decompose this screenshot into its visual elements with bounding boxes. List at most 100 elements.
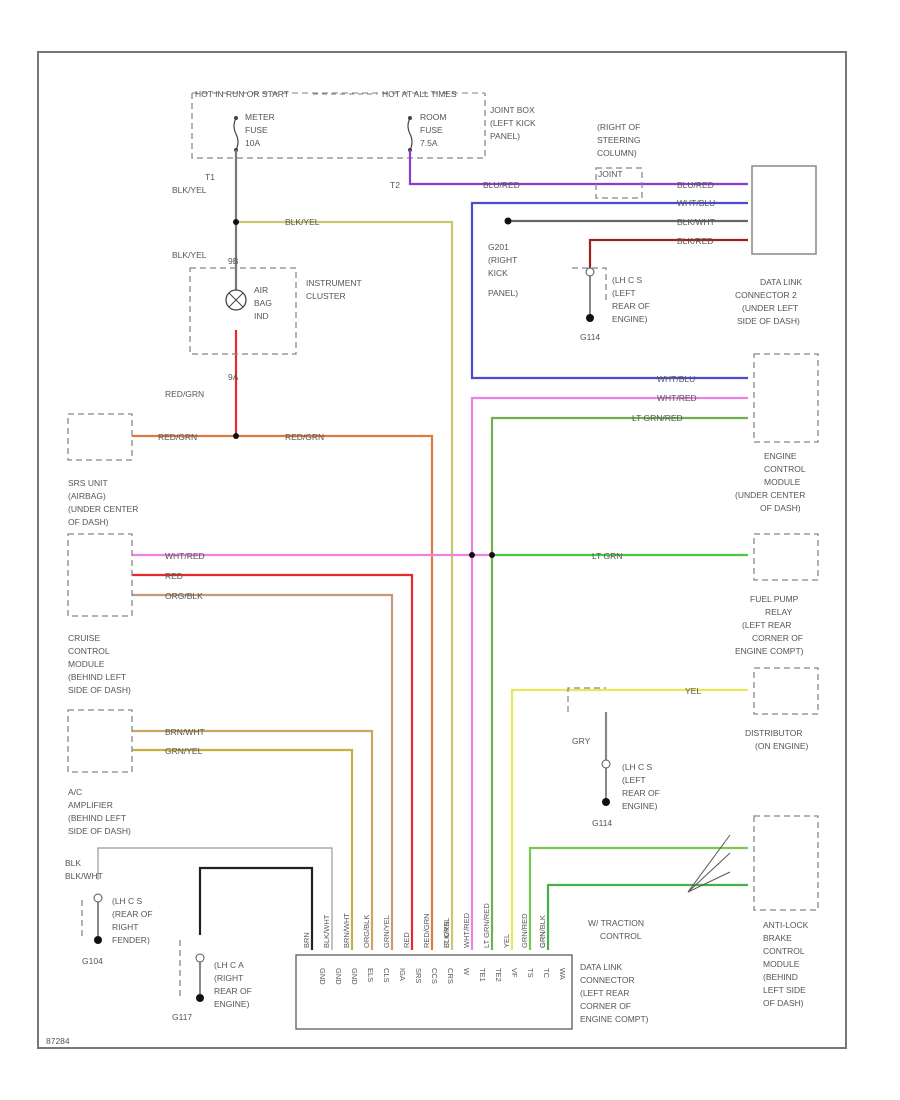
dlc-pin-label: TE1 — [478, 968, 487, 982]
steering-joint-label-2: STEERING — [597, 135, 640, 145]
svg-text:(UNDER CENTER: (UNDER CENTER — [68, 504, 138, 514]
svg-text:REAR OF: REAR OF — [612, 301, 650, 311]
wire-label-wht-blu-ecm: WHT/BLU — [657, 374, 695, 384]
svg-text:CORNER OF: CORNER OF — [580, 1001, 631, 1011]
svg-text:CLUSTER: CLUSTER — [306, 291, 346, 301]
ground-symbol — [196, 994, 204, 1002]
wire-label-blu-red-2: BLU/RED — [677, 180, 714, 190]
wire-label-red-grn-srs: RED/GRN — [158, 432, 197, 442]
svg-text:SRS UNIT: SRS UNIT — [68, 478, 108, 488]
air-bag-indicator-lamp — [225, 289, 247, 311]
dlc-wire-label: BRN/WHT — [342, 913, 351, 948]
svg-text:CONTROL: CONTROL — [68, 646, 110, 656]
hot-in-run-label: HOT IN RUN OR START — [195, 89, 289, 99]
cruise-control-module: CRUISE CONTROL MODULE (BEHIND LEFT SIDE … — [68, 633, 131, 695]
svg-text:SIDE OF DASH): SIDE OF DASH) — [68, 685, 131, 695]
dlc2-label-1: DATA LINK — [760, 277, 803, 287]
dlc-pin-label: WA — [558, 968, 567, 980]
svg-text:ENGINE COMPT): ENGINE COMPT) — [735, 646, 804, 656]
svg-text:BRAKE: BRAKE — [763, 933, 792, 943]
dlc-pin-label: TE2 — [494, 968, 503, 982]
dlc-wire-label: ORG/BLK — [362, 915, 371, 948]
g201-label: G201 (RIGHT KICK PANEL) — [488, 242, 518, 298]
svg-text:CONTROL: CONTROL — [764, 464, 806, 474]
wire-label-yel: YEL — [685, 686, 701, 696]
wire-label-brn-wht: BRN/WHT — [165, 727, 205, 737]
fuse-box-label-1: JOINT BOX — [490, 105, 535, 115]
dlc-wire-label: GRN — [538, 931, 547, 948]
svg-text:MODULE: MODULE — [763, 959, 800, 969]
dlc2-label-3: (UNDER LEFT — [742, 303, 798, 313]
wire-label-org-blk: ORG/BLK — [165, 591, 203, 601]
svg-text:(BEHIND: (BEHIND — [763, 972, 798, 982]
ac-amplifier: A/C AMPLIFIER (BEHIND LEFT SIDE OF DASH) — [67, 709, 133, 836]
svg-text:(LEFT: (LEFT — [612, 288, 636, 298]
steering-joint-label-1: (RIGHT OF — [597, 122, 640, 132]
wire-label-blk-yel: BLK/YEL — [172, 185, 207, 195]
svg-text:(LEFT REAR: (LEFT REAR — [742, 620, 791, 630]
dlc-pin-label: GND — [318, 968, 327, 985]
dlc-pin-label: TS — [526, 968, 535, 978]
dlc-wire-label: LT GRN/RED — [482, 903, 491, 948]
wire-labels: T1 BLK/YEL BLK/YEL T2 BLU/RED BLU/RED WH… — [65, 172, 715, 881]
svg-text:OF DASH): OF DASH) — [763, 998, 804, 1008]
svg-text:ANTI-LOCK: ANTI-LOCK — [763, 920, 809, 930]
wire-label-wht-red: WHT/RED — [165, 551, 205, 561]
svg-text:CRUISE: CRUISE — [68, 633, 100, 643]
dlc-wire-label: YEL — [502, 934, 511, 948]
dlc-wire-label: BLK/WHT — [322, 914, 331, 948]
dlc-wire-label: GRN/BLK — [538, 915, 547, 948]
meter-fuse-line3: 10A — [245, 138, 260, 148]
dlc-pin-label: GND — [334, 968, 343, 985]
svg-text:(UNDER CENTER: (UNDER CENTER — [735, 490, 805, 500]
svg-text:FENDER): FENDER) — [112, 935, 150, 945]
svg-text:LEFT SIDE: LEFT SIDE — [763, 985, 806, 995]
wire-label-blk-red: BLK/RED — [677, 236, 713, 246]
svg-text:REAR OF: REAR OF — [622, 788, 660, 798]
wire-label-red-grn-2: RED/GRN — [285, 432, 324, 442]
svg-text:MODULE: MODULE — [68, 659, 105, 669]
fuel-pump-relay: FUEL PUMP RELAY (LEFT REAR CORNER OF ENG… — [735, 533, 819, 656]
svg-text:PANEL): PANEL) — [488, 288, 518, 298]
svg-text:CORNER OF: CORNER OF — [752, 633, 803, 643]
wire-label-t2: T2 — [390, 180, 400, 190]
svg-text:G201: G201 — [488, 242, 509, 252]
ground-g117: (LH C A (RIGHT REAR OF ENGINE) G117 — [172, 940, 252, 1022]
diagram-frame — [37, 51, 847, 1049]
svg-text:ENGINE COMPT): ENGINE COMPT) — [580, 1014, 649, 1024]
ground-symbol — [602, 798, 610, 806]
distributor: DISTRIBUTOR (ON ENGINE) — [745, 667, 819, 751]
dlc-pin-label: CCS — [430, 968, 439, 984]
hot-at-all-times-label: HOT AT ALL TIMES — [382, 89, 457, 99]
steering-joint-label-4: JOINT — [598, 169, 623, 179]
dlc-wire-label: RED/GRN — [422, 913, 431, 948]
room-fuse-line3: 7.5A — [420, 138, 438, 148]
room-fuse-line1: ROOM — [420, 112, 446, 122]
dlc-wire-label: BLK/YEL — [442, 918, 451, 948]
svg-text:RELAY: RELAY — [765, 607, 793, 617]
svg-text:G114: G114 — [592, 818, 612, 828]
wire-label-red-grn: RED/GRN — [165, 389, 204, 399]
dlc-pin-label: CRS — [446, 968, 455, 984]
svg-text:AIR: AIR — [254, 285, 268, 295]
svg-text:BAG: BAG — [254, 298, 272, 308]
svg-text:ENGINE): ENGINE) — [622, 801, 658, 811]
wire-label-blk-wht-2: BLK/WHT — [65, 871, 103, 881]
svg-text:(LH C S: (LH C S — [612, 275, 643, 285]
srs-unit: SRS UNIT (AIRBAG) (UNDER CENTER OF DASH) — [67, 413, 138, 617]
steering-joint: (RIGHT OF STEERING COLUMN) JOINT — [595, 122, 643, 199]
dlc-wire-label: GRN/YEL — [382, 915, 391, 948]
svg-text:CONNECTOR: CONNECTOR — [580, 975, 635, 985]
svg-text:OF DASH): OF DASH) — [68, 517, 109, 527]
svg-text:(ON ENGINE): (ON ENGINE) — [755, 741, 809, 751]
wire-label-grn-yel: GRN/YEL — [165, 746, 203, 756]
dlc-pin-label: IGA — [398, 968, 407, 981]
room-fuse-line2: FUSE — [420, 125, 443, 135]
svg-text:SIDE OF DASH): SIDE OF DASH) — [68, 826, 131, 836]
wire-label-blu-red: BLU/RED — [483, 180, 520, 190]
dlc-wire-label: RED — [402, 932, 411, 948]
wire-label-t1: T1 — [205, 172, 215, 182]
wire-label-gry: GRY — [572, 736, 591, 746]
svg-text:G114: G114 — [580, 332, 600, 342]
